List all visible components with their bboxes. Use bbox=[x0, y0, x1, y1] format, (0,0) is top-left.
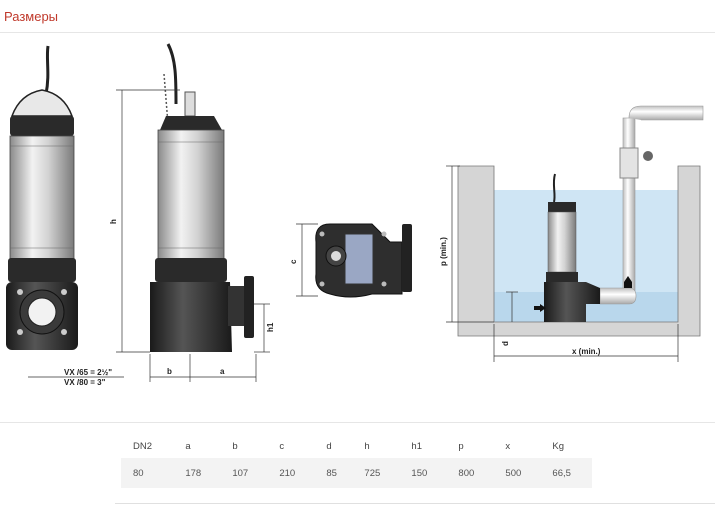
vx80-label: VX /80 = 3" bbox=[64, 378, 106, 387]
table-cell: 210 bbox=[267, 458, 315, 488]
column-header: d bbox=[326, 440, 332, 452]
pump-front-view bbox=[6, 45, 78, 350]
column-header: h1 bbox=[411, 440, 422, 452]
divider bbox=[0, 32, 715, 33]
table-header-row: DN2 a b c d h h1 p x Kg bbox=[121, 434, 592, 458]
dimension-lines bbox=[28, 89, 270, 382]
column-header: c bbox=[279, 440, 285, 452]
divider bbox=[115, 503, 715, 504]
column-header: a bbox=[185, 440, 191, 452]
divider bbox=[0, 422, 715, 423]
table-cell: 500 bbox=[493, 458, 541, 488]
column-header: Kg bbox=[552, 440, 565, 452]
column-header: b bbox=[232, 440, 238, 452]
pump-top-view bbox=[315, 223, 412, 298]
dimension-drawing: h h1 b a VX /65 = 2½" VX /80 = 3" c bbox=[6, 43, 704, 387]
column-header: x bbox=[505, 440, 511, 452]
table-cell: 66,5 bbox=[540, 458, 592, 488]
vx65-label: VX /65 = 2½" bbox=[64, 368, 112, 377]
table-cell: 80 bbox=[121, 458, 174, 488]
installation-view bbox=[457, 105, 704, 337]
table-cell: 107 bbox=[220, 458, 268, 488]
dim-x-label: x (min.) bbox=[572, 347, 601, 356]
dim-d-label: d bbox=[501, 341, 510, 346]
dim-h-label: h bbox=[109, 219, 118, 224]
table-row: 80 178 107 210 85 725 150 800 500 66,5 bbox=[121, 458, 592, 488]
column-header: h bbox=[364, 440, 370, 452]
dim-p-label: p (min.) bbox=[439, 237, 448, 266]
table-cell: 800 bbox=[446, 458, 494, 488]
table-cell: 178 bbox=[173, 458, 221, 488]
dim-h1-label: h1 bbox=[266, 322, 275, 332]
pump-side-view bbox=[150, 43, 254, 352]
section-title: Размеры bbox=[4, 9, 59, 24]
table-cell: 725 bbox=[352, 458, 400, 488]
column-header: p bbox=[458, 440, 464, 452]
table-cell: 150 bbox=[399, 458, 447, 488]
dim-c-label: c bbox=[289, 259, 298, 264]
table-cell: 85 bbox=[314, 458, 353, 488]
dim-b-label: b bbox=[167, 367, 172, 376]
column-header: DN2 bbox=[133, 440, 153, 452]
dimensions-table: DN2 a b c d h h1 p x Kg 80 178 107 210 8… bbox=[121, 434, 592, 488]
dim-a-label: a bbox=[220, 367, 225, 376]
